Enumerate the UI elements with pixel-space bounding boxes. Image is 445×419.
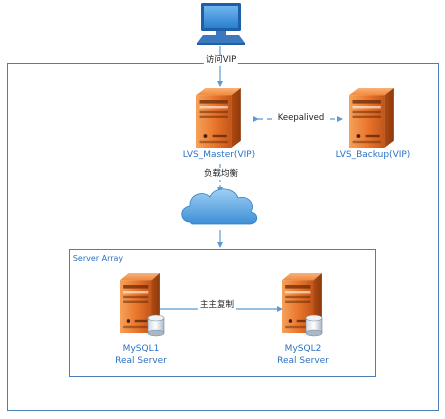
lvs-backup-server-icon bbox=[349, 88, 394, 148]
lvs-master-label: LVS_Master(VIP) bbox=[182, 150, 256, 160]
mysql2-name-label: MySQL2 bbox=[284, 344, 322, 354]
server-array-frame bbox=[69, 249, 376, 377]
replication-label: 主主复制 bbox=[197, 300, 237, 311]
cloud-icon bbox=[181, 188, 258, 225]
mysql2-database-icon bbox=[305, 314, 323, 337]
computer-icon bbox=[197, 3, 245, 45]
mysql1-name-label: MySQL1 bbox=[122, 344, 160, 354]
lvs-backup-label: LVS_Backup(VIP) bbox=[335, 150, 411, 160]
lvs-master-server-icon bbox=[196, 88, 241, 148]
keepalived-label: Keepalived bbox=[275, 113, 327, 124]
server-array-title: Server Array bbox=[72, 254, 124, 263]
load-balance-label: 负载均衡 bbox=[201, 169, 241, 180]
mysql1-role-label: Real Server bbox=[115, 356, 167, 366]
mysql2-role-label: Real Server bbox=[277, 356, 329, 366]
mysql1-database-icon bbox=[147, 314, 165, 337]
client-edge-label: 访问VIP bbox=[203, 55, 239, 66]
